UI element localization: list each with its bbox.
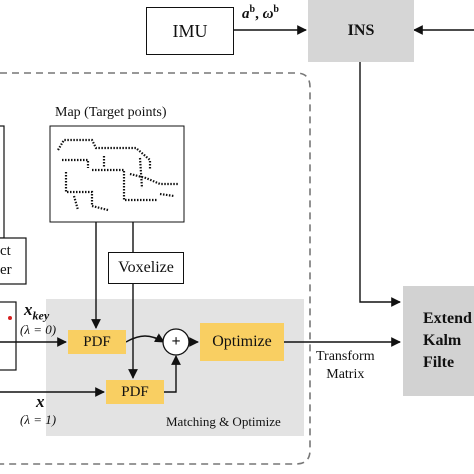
ins-label: INS (347, 22, 375, 39)
imu-box: IMU (146, 7, 234, 55)
gyro-superscript: b (273, 4, 279, 15)
x-label: x (36, 392, 45, 411)
pdf-bottom-to-plus-arrow (164, 355, 181, 393)
ins-box: INS (308, 0, 414, 62)
ins-to-ekf-arrow (359, 62, 401, 307)
gyro-symbol: ω (262, 6, 274, 22)
transform-line1: Transform (316, 349, 375, 364)
plus-label: + (171, 333, 181, 350)
lambda1-label: (λ = 1) (20, 412, 57, 427)
left-box-bottom (0, 301, 17, 371)
ekf-label-line1: Extend (423, 310, 472, 327)
transform-line2: Matrix (326, 367, 365, 382)
xkey-label: xkey (24, 300, 49, 323)
accel-superscript: b (249, 4, 256, 15)
map-image (49, 125, 185, 223)
red-dot (8, 316, 12, 320)
plus-symbol: + (163, 329, 189, 355)
xkey-symbol: x (24, 300, 33, 319)
optimize-label: Optimize (212, 333, 272, 350)
sum-node (162, 328, 190, 356)
ekf-label-line2: Kalm (423, 332, 462, 349)
imu-output-label: ab, ωb (242, 4, 279, 23)
accel-symbol: a (242, 6, 250, 22)
map-title: Map (Target points) (55, 105, 167, 120)
left-partial-label: ct er (0, 242, 12, 280)
lambda0-label: (λ = 0) (20, 322, 57, 337)
pdf-to-plus-arrow (125, 333, 165, 343)
left-line1: ct (0, 243, 11, 259)
dashed-container (0, 72, 311, 465)
group-label: Matching & Optimize (166, 414, 281, 429)
voxelize-label: Voxelize (118, 259, 174, 276)
imu-label: IMU (172, 20, 208, 41)
pdf-bottom-label: PDF (121, 383, 149, 400)
ekf-label-line3: Filte (423, 354, 455, 371)
ekf-box: Extend Kalm Filte (403, 286, 474, 396)
pdf-top-box: PDF (68, 330, 126, 354)
output-separator: , (255, 6, 263, 22)
left-line2: er (0, 262, 12, 278)
optimize-box: Optimize (200, 323, 284, 361)
pdf-top-label: PDF (83, 333, 111, 350)
xkey-subscript: key (32, 308, 50, 323)
left-box-middle (0, 237, 27, 285)
left-box-top (0, 125, 5, 239)
pdf-bottom-box: PDF (106, 380, 164, 404)
map-point-cloud (57, 138, 178, 212)
transform-matrix-label: Transform Matrix (316, 348, 375, 384)
matching-optimize-group (46, 299, 304, 436)
voxelize-box: Voxelize (108, 252, 184, 284)
